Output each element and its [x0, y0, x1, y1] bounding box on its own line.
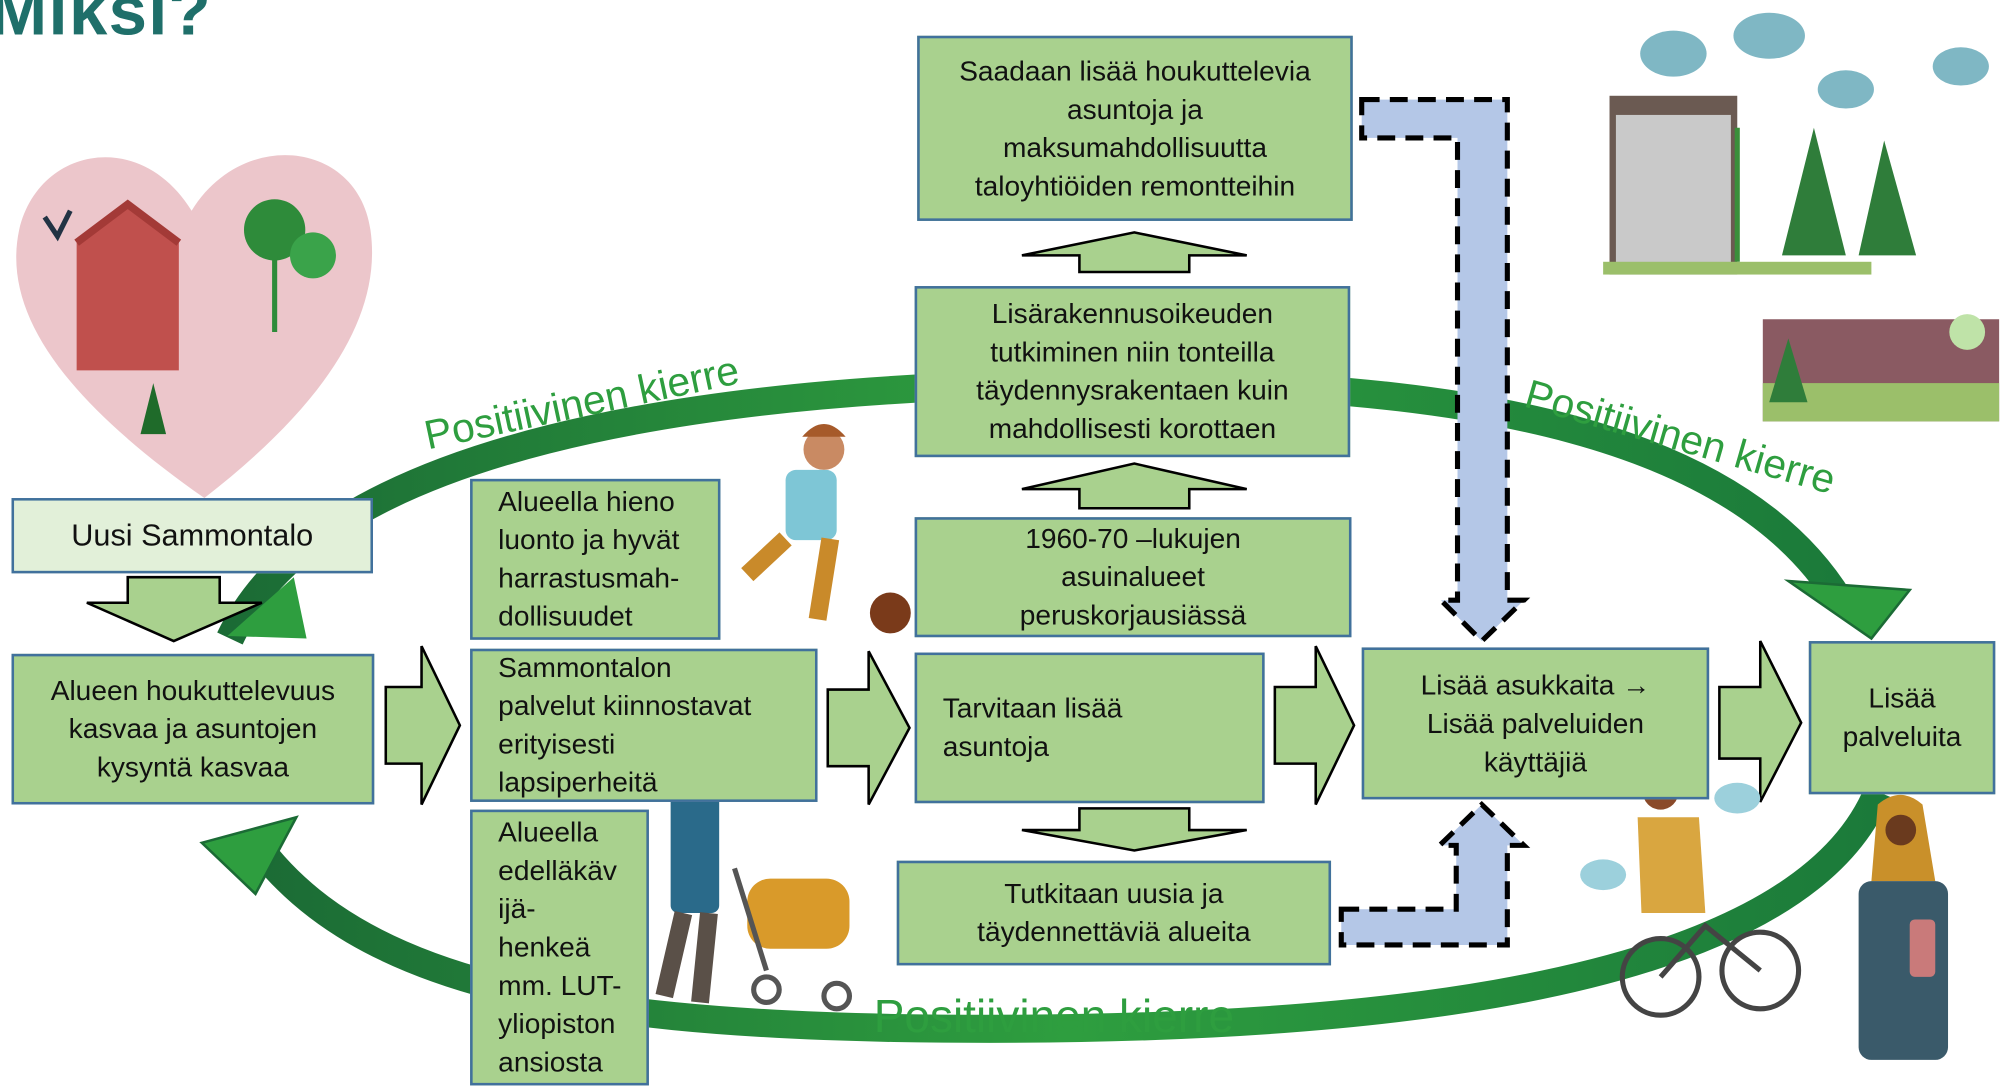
up-arrow-1 — [1021, 231, 1247, 274]
box-need-more-housing: Tarvitaan lisää asuntoja — [914, 652, 1265, 804]
up-arrow-2 — [1021, 462, 1248, 510]
child-illustration — [741, 423, 911, 634]
right-arrow-3 — [1273, 645, 1356, 806]
box-nature-hobbies: Alueella hieno luonto ja hyvät harrastus… — [470, 478, 721, 640]
box-new-areas: Tutkitaan uusia ja täydennettäviä alueit… — [896, 860, 1332, 966]
box-sammontalo-services: Sammontalon palvelut kiinnostavat erityi… — [470, 648, 818, 802]
box-renovation-age-areas: 1960-70 –lukujen asuinalueet peruskorjau… — [914, 517, 1352, 638]
box-more-residents: Lisää asukkaita → Lisää palveluiden käyt… — [1361, 647, 1710, 800]
page-heading: Miksi? — [0, 0, 213, 50]
right-arrow-4 — [1718, 640, 1803, 803]
box-new-sammontalo: Uusi Sammontalo — [11, 498, 374, 574]
person-illustration — [1858, 794, 1949, 1060]
feedback-arrow-top — [1359, 97, 1531, 645]
box-pioneering-spirit: Alueella edelläkäv ijä- henkeä mm. LUT- … — [470, 809, 649, 1086]
box-additional-building-rights: Lisärakennusoikeuden tutkiminen niin ton… — [914, 286, 1351, 458]
box-more-services: Lisää palveluita — [1808, 641, 1996, 795]
city-illustration — [1603, 12, 2000, 422]
cycle-label-bottom: Positiivinen kierre — [874, 990, 1234, 1042]
right-arrow-1 — [384, 645, 462, 806]
heart-illustration — [16, 155, 373, 499]
box-area-attractiveness: Alueen houkuttelevuus kasvaa ja asuntoje… — [11, 653, 375, 805]
down-arrow-center — [1021, 807, 1247, 852]
box-more-attractive-housing: Saadaan lisää houkuttelevia asuntoja ja … — [917, 35, 1353, 221]
right-arrow-2 — [826, 650, 911, 806]
feedback-arrow-bottom — [1338, 800, 1531, 948]
cyclist-illustration — [1580, 763, 1802, 1018]
lower-cycle-arrow — [199, 786, 1891, 1043]
down-arrow-left — [86, 575, 263, 643]
